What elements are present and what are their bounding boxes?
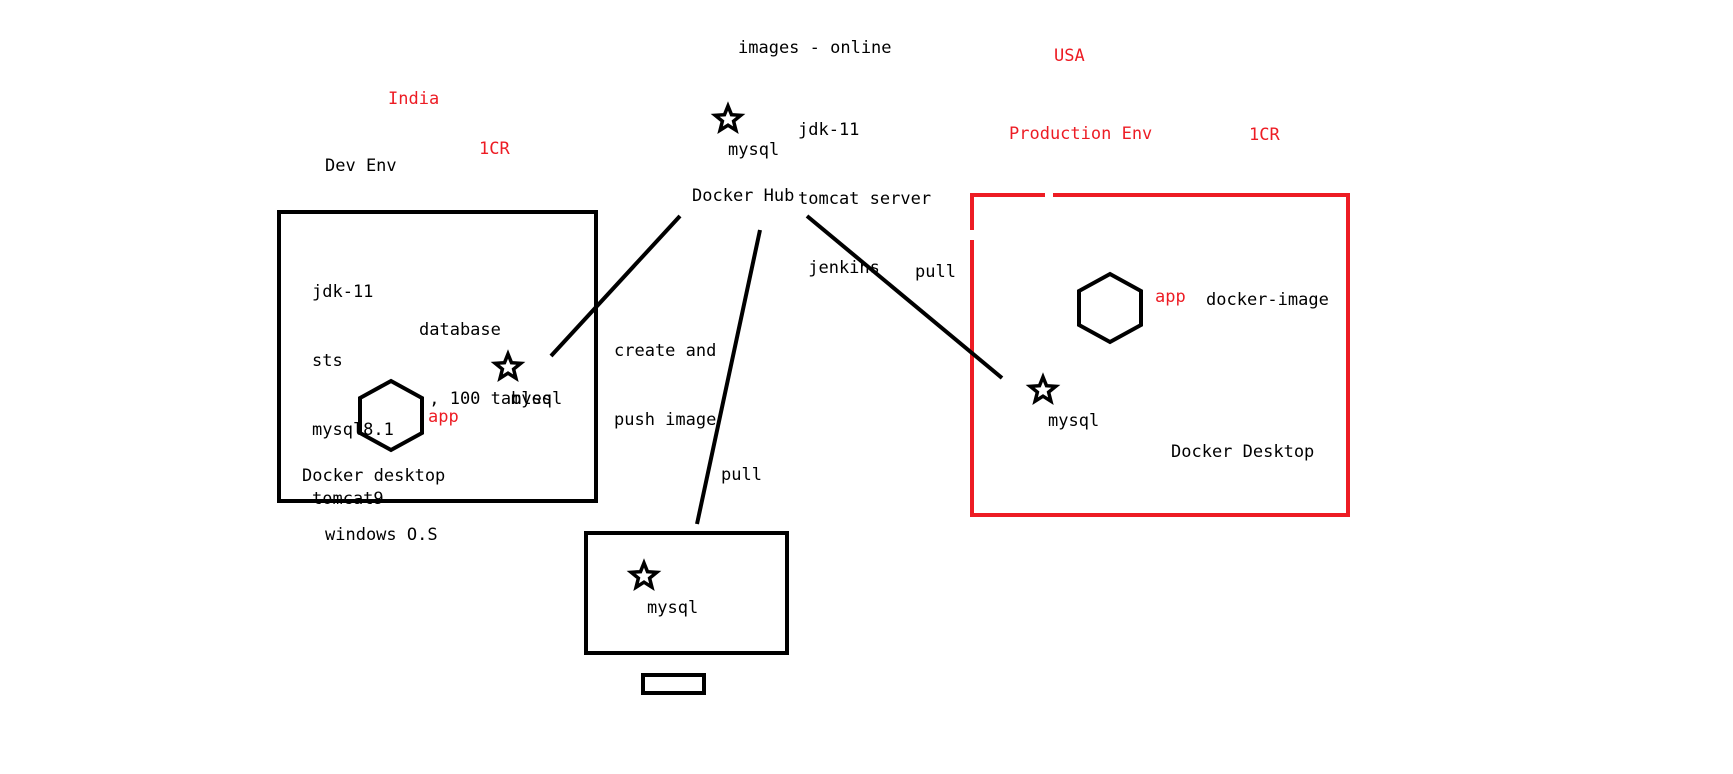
prod-cost-label: 1CR [1249,125,1280,145]
dev-region-label: India [388,89,440,109]
prod-docker-image-label: docker-image [1206,290,1329,310]
dev-os-label: windows O.S [325,525,438,545]
dev-cost-label: 1CR [479,139,510,159]
hub-mysql-star-icon [710,101,746,135]
hub-mysql-label: mysql [728,140,780,160]
client-monitor-screen [584,531,789,655]
hub-image-item: jenkins [798,258,880,278]
dev-database-line: database [419,320,501,340]
prod-env-label: Production Env [1009,124,1153,144]
pull-right-line [805,214,1004,380]
prod-app-label: app [1155,287,1186,307]
push-edge-line: push image [614,410,717,430]
client-monitor-stand [641,673,706,695]
hub-image-item: jdk-11 [798,120,860,140]
dev-app-hexagon-icon [358,378,424,453]
prod-app-hexagon-icon [1077,271,1143,345]
pull-right-label: pull [915,262,956,282]
dev-env-label: Dev Env [325,156,397,176]
client-mysql-label: mysql [647,598,699,618]
prod-region-label: USA [1054,46,1085,66]
prod-docker-desktop-label: Docker Desktop [1171,442,1315,462]
dev-env-box [277,210,598,503]
dev-app-label: app [428,407,459,427]
pull-down-line [695,229,762,525]
dev-database-note: database , 100 tables [419,273,552,457]
dev-tools-list: jdk-11 sts mysql8.1 tomcat9 [312,235,394,557]
dev-mysql-label: mysql [511,389,563,409]
pull-down-label: pull [721,465,762,485]
dev-docker-desktop-label: Docker desktop [302,466,446,486]
prod-mysql-star-icon [1025,372,1061,406]
hub-image-item: tomcat server [798,189,932,209]
push-edge-line: create and [614,341,717,361]
hub-title: images - online [738,38,892,58]
dev-database-line: , 100 tables [419,389,553,409]
push-edge-label: create and push image [614,294,716,478]
hub-images-list: jdk-11 tomcat server jenkins [798,73,931,326]
dev-tool-item: sts [312,351,343,371]
dev-mysql-star-icon [490,349,526,383]
dev-tool-item: mysql8.1 [312,420,394,440]
dev-tool-item: jdk-11 [312,282,374,302]
client-mysql-star-icon [626,558,662,592]
prod-mysql-label: mysql [1048,411,1100,431]
dev-tool-item: tomcat9 [312,489,384,509]
prod-env-box [970,193,1350,517]
docker-hub-label: Docker Hub [692,186,795,206]
push-line [549,214,682,358]
